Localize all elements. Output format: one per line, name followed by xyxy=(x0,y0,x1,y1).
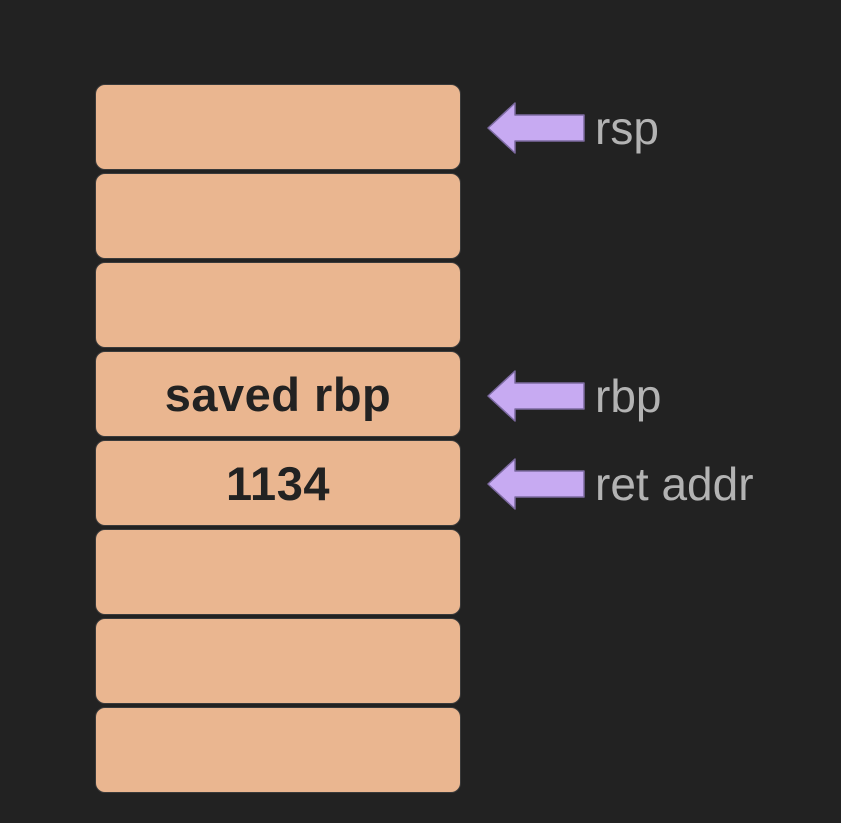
stack-slot-return-address: 1134 xyxy=(95,440,461,526)
pointer-rsp: rsp xyxy=(486,98,659,158)
stack-slot-saved-rbp: saved rbp xyxy=(95,351,461,437)
slot-4-text: 1134 xyxy=(226,456,330,510)
slot-3-text: saved rbp xyxy=(164,367,392,421)
pointer-label-rbp: rbp xyxy=(595,370,662,422)
stack-slot-5 xyxy=(95,529,461,615)
arrow-left-icon xyxy=(487,458,585,510)
pointer-rbp: rbp xyxy=(486,366,661,426)
stack-slot-2 xyxy=(95,262,461,348)
pointer-label-ret-addr: ret addr xyxy=(595,458,754,510)
stack-slot-0 xyxy=(95,84,461,170)
stack-column: saved rbp 1134 xyxy=(95,84,463,796)
stack-slot-7 xyxy=(95,707,461,793)
pointer-ret-addr: ret addr xyxy=(486,454,754,514)
pointer-label-rsp: rsp xyxy=(595,102,659,154)
stack-slot-6 xyxy=(95,618,461,704)
stack-slot-1 xyxy=(95,173,461,259)
arrow-left-icon xyxy=(487,370,585,422)
arrow-left-icon xyxy=(487,102,585,154)
